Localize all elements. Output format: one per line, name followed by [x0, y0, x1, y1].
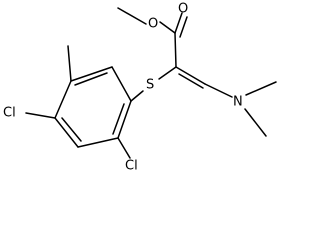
ring-bond-c6-c1-inner [112, 103, 125, 135]
bond-carbonyl-alpha [174, 32, 177, 68]
bond-sulfur-ring [130, 90, 144, 102]
bond-nitrogen-methyl-b [244, 108, 267, 137]
ring-bond-c2-c3 [70, 66, 113, 82]
bond-methyl-ester-oxygen [117, 7, 147, 25]
ring-bond-c6-c1 [117, 100, 132, 139]
molecule-drawing: O O S N Cl Cl [3, 2, 277, 174]
bond-alpha-vinyl-double-b [178, 73, 204, 89]
bond-carbonyl-double-a [174, 12, 183, 34]
bond-nitrogen-methyl-a [245, 81, 277, 96]
bond-carbonyl-double-b [179, 16, 188, 38]
ring-bond-c4-c5 [54, 117, 79, 148]
bond-layer [25, 7, 277, 159]
atom-label-layer: O O S N Cl Cl [3, 2, 243, 174]
bond-alpha-sulfur [158, 66, 177, 80]
bond-ring-methyl [67, 45, 72, 82]
amine-nitrogen-label: N [233, 95, 243, 110]
sulfur-label: S [146, 78, 154, 93]
structure-diagram: O O S N Cl Cl [3, 2, 277, 174]
bond-alpha-vinyl-double-a [175, 66, 206, 85]
bond-ring-chlorine-left [25, 112, 56, 119]
ring-bond-c1-c2 [111, 66, 132, 102]
ring-bond-c4-c5-inner [61, 117, 82, 142]
ring-bond-c2-c3-inner [74, 72, 108, 86]
ring-bond-c3-c4 [54, 80, 72, 119]
ester-oxygen-label: O [148, 17, 158, 32]
bond-vinyl-nitrogen [204, 83, 233, 98]
bond-ring-chlorine-bottom [117, 137, 131, 159]
carbonyl-oxygen-label: O [178, 2, 188, 17]
chlorine-bottom-label: Cl [125, 159, 138, 174]
bond-ester-oxygen-carbonyl-carbon [159, 21, 176, 34]
chlorine-left-label: Cl [3, 106, 16, 121]
ring-bond-c5-c6 [77, 137, 119, 148]
